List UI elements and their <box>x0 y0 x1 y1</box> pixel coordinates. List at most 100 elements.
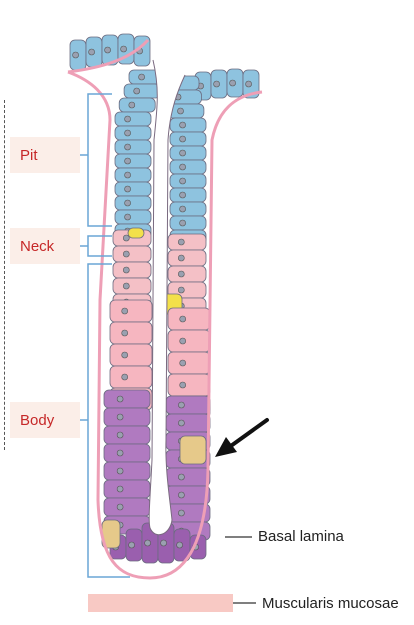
cell-nucleus <box>125 172 131 178</box>
cell-nucleus <box>117 414 123 420</box>
cell-nucleus <box>180 206 186 212</box>
cell-nucleus <box>117 450 123 456</box>
chief-cell <box>104 480 150 498</box>
chief-cell <box>166 396 210 414</box>
cell-nucleus <box>246 81 252 87</box>
cell-nucleus <box>178 239 184 245</box>
pit-cell <box>115 126 151 140</box>
cell-nucleus <box>122 374 128 380</box>
muscularis-mucosae-label: Muscularis mucosae <box>262 595 399 612</box>
neck-cell <box>113 278 151 294</box>
endocrine-cell <box>180 436 206 464</box>
neck-cell <box>168 250 206 266</box>
cell-nucleus <box>178 402 184 408</box>
pit-cell <box>170 174 206 188</box>
cell-nucleus <box>117 396 123 402</box>
cell-nucleus <box>117 504 123 510</box>
cell-nucleus <box>161 540 167 546</box>
cell-nucleus <box>129 102 135 108</box>
chief-cell <box>104 462 150 480</box>
pit-cell <box>170 132 206 146</box>
parietal-cell <box>110 366 152 388</box>
chief-cell <box>166 468 210 486</box>
cell-nucleus <box>89 49 95 55</box>
pit-cell <box>115 196 151 210</box>
cell-nucleus <box>73 52 79 58</box>
cell-nucleus <box>178 420 184 426</box>
cell-nucleus <box>105 47 111 53</box>
pit-cell <box>170 146 206 160</box>
cell-nucleus <box>117 486 123 492</box>
cell-nucleus <box>180 220 186 226</box>
pit-cell <box>119 98 155 112</box>
chief-cell <box>166 486 210 504</box>
cell-nucleus <box>117 432 123 438</box>
neck-bracket <box>88 236 112 256</box>
cell-nucleus <box>129 542 135 548</box>
cell-nucleus <box>134 88 140 94</box>
parietal-cell <box>110 322 152 344</box>
neck-cell <box>168 266 206 282</box>
parietal-cell <box>168 330 210 352</box>
cell-nucleus <box>178 271 184 277</box>
chief-cell <box>104 498 150 516</box>
cell-nucleus <box>180 136 186 142</box>
pit-cell <box>115 112 151 126</box>
chief-cell <box>166 414 210 432</box>
body-label: Body <box>10 402 80 438</box>
pit-cell <box>115 168 151 182</box>
cell-nucleus <box>178 474 184 480</box>
cell-nucleus <box>178 255 184 261</box>
cell-nucleus <box>125 116 131 122</box>
parietal-cell <box>168 374 210 396</box>
cell-nucleus <box>180 382 186 388</box>
cell-nucleus <box>122 330 128 336</box>
cell-nucleus <box>180 192 186 198</box>
arrow-icon <box>215 420 267 457</box>
cell-nucleus <box>180 316 186 322</box>
cell-nucleus <box>125 214 131 220</box>
muscularis-mucosae-band <box>88 594 233 612</box>
cell-nucleus <box>125 158 131 164</box>
pit-label: Pit <box>10 137 80 173</box>
pit-cell <box>115 210 151 224</box>
cell-nucleus <box>123 283 129 289</box>
pit-cell <box>115 182 151 196</box>
chief-cell <box>104 426 150 444</box>
cell-nucleus <box>178 108 184 114</box>
cell-nucleus <box>180 338 186 344</box>
cell-nucleus <box>214 81 220 87</box>
pit-cell <box>170 118 206 132</box>
cell-nucleus <box>180 150 186 156</box>
cell-nucleus <box>139 74 145 80</box>
cell-nucleus <box>121 46 127 52</box>
parietal-cell <box>168 308 210 330</box>
cell-nucleus <box>177 542 183 548</box>
cell-nucleus <box>122 308 128 314</box>
parietal-cell <box>110 344 152 366</box>
cell-nucleus <box>123 235 129 241</box>
cell-nucleus <box>178 287 184 293</box>
cell-nucleus <box>180 360 186 366</box>
cell-nucleus <box>125 186 131 192</box>
cell-nucleus <box>180 164 186 170</box>
cell-nucleus <box>125 130 131 136</box>
neck-cell <box>113 246 151 262</box>
pit-cell <box>170 188 206 202</box>
chief-cell <box>104 408 150 426</box>
pit-cell <box>115 140 151 154</box>
parietal-cell <box>168 352 210 374</box>
pit-cell <box>115 154 151 168</box>
chief-cell <box>104 390 150 408</box>
mucous-neck-cell <box>128 228 144 238</box>
cell-nucleus <box>230 80 236 86</box>
pit-cell <box>170 216 206 230</box>
cell-nucleus <box>117 468 123 474</box>
cell-nucleus <box>123 267 129 273</box>
pit-cell <box>124 84 160 98</box>
cell-nucleus <box>178 492 184 498</box>
neck-cell <box>113 262 151 278</box>
basal-lamina-label: Basal lamina <box>258 528 344 545</box>
